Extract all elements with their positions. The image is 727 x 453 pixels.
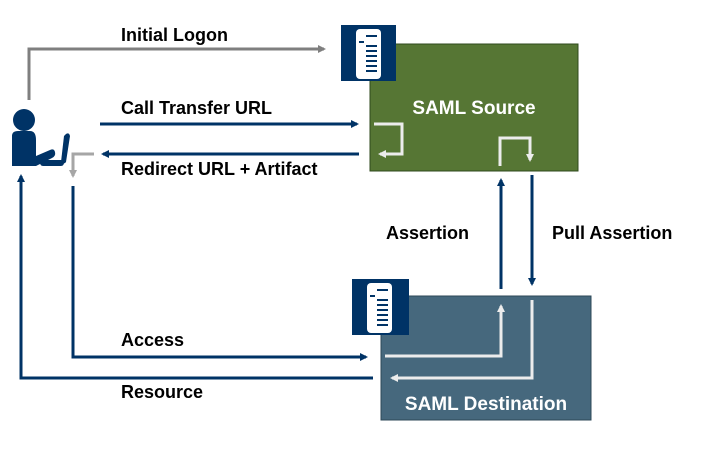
server-icon <box>341 25 396 81</box>
source-internal-redirect-arrow <box>374 122 404 158</box>
assertion-label: Assertion <box>386 223 469 243</box>
destination-internal-access-arrow <box>385 304 505 358</box>
redirect-to-browser-arrow <box>69 152 94 178</box>
saml-source-box <box>369 43 579 172</box>
saml-source-label: SAML Source <box>412 98 535 119</box>
saml-destination-box <box>380 295 592 421</box>
access-label: Access <box>121 330 184 350</box>
access-arrow <box>71 186 368 361</box>
resource-label: Resource <box>121 382 203 402</box>
source-internal-assertion-loop <box>498 136 534 166</box>
resource-arrow <box>17 174 373 380</box>
saml-destination-label: SAML Destination <box>405 394 567 415</box>
server-icon <box>352 279 409 335</box>
saml-destination-node: SAML Destination <box>380 295 592 421</box>
initial-logon-label: Initial Logon <box>121 25 228 45</box>
redirect-url-artifact-label: Redirect URL + Artifact <box>121 159 318 179</box>
call-transfer-url-label: Call Transfer URL <box>121 98 272 118</box>
initial-logon-arrow <box>27 45 326 100</box>
pull-assertion-label: Pull Assertion <box>552 223 672 243</box>
saml-source-node: SAML Source <box>369 43 579 172</box>
destination-internal-resource-arrow <box>390 300 534 382</box>
user-at-computer-icon <box>12 109 70 166</box>
